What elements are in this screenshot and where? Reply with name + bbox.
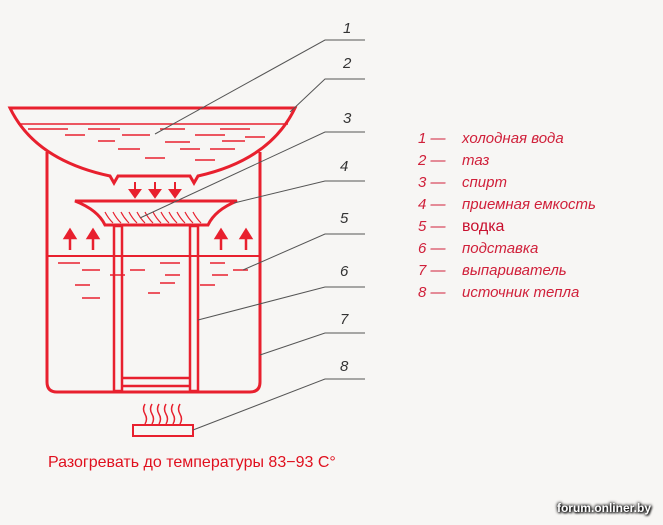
leader-lines bbox=[139, 39, 365, 431]
callout-7: 7 bbox=[340, 311, 349, 328]
evaporator-vessel bbox=[45, 152, 262, 394]
condensate-arrows-icon bbox=[128, 182, 182, 199]
legend-item: 8 —источник тепла bbox=[418, 284, 580, 301]
legend-item: 2 —таз bbox=[418, 152, 490, 169]
callout-6: 6 bbox=[340, 263, 349, 280]
basin bbox=[7, 106, 298, 187]
liquid-dashes bbox=[58, 262, 248, 299]
temperature-caption: Разогревать до температуры 83−93 С° bbox=[48, 454, 336, 471]
stand bbox=[112, 224, 200, 393]
heat-source-icon bbox=[132, 403, 194, 437]
legend-item: 3 —спирт bbox=[418, 174, 507, 191]
legend-item: 4 —приемная емкость bbox=[418, 196, 596, 213]
callout-8: 8 bbox=[340, 358, 349, 375]
legend-item: 6 —подставка bbox=[418, 240, 539, 257]
callout-3: 3 bbox=[343, 110, 352, 127]
legend: 1 —холодная вода 2 —таз 3 —спирт 4 —прие… bbox=[418, 128, 596, 304]
legend-item: 1 —холодная вода bbox=[418, 130, 564, 147]
callout-1: 1 bbox=[343, 20, 352, 37]
callout-2: 2 bbox=[343, 55, 352, 72]
vapor-arrows-icon bbox=[62, 227, 254, 250]
alcohol-hatching bbox=[104, 211, 202, 224]
legend-item: 5 —водка bbox=[418, 218, 505, 235]
receiving-dish bbox=[74, 199, 238, 227]
callout-5: 5 bbox=[340, 210, 349, 227]
callout-4: 4 bbox=[340, 158, 349, 175]
watermark: forum.onliner.by bbox=[556, 501, 651, 515]
legend-item: 7 —выпариватель bbox=[418, 262, 567, 279]
